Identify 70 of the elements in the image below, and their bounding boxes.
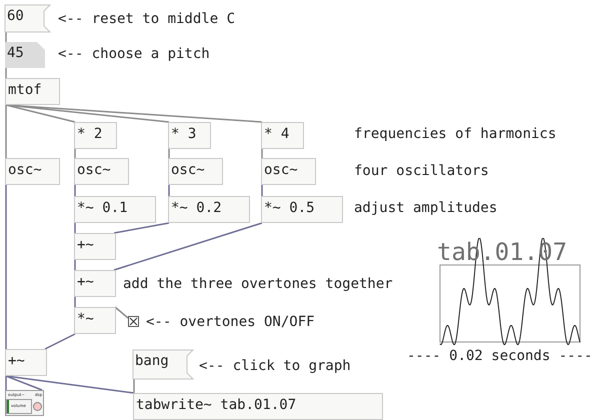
patch-cord: [74, 297, 76, 307]
object-label: * 3: [171, 126, 196, 142]
patch-cord: [114, 222, 262, 271]
object-box: [168, 122, 211, 149]
patch-cord: [74, 149, 76, 158]
object-label: +~: [77, 237, 94, 253]
comment-text: adjust amplitudes: [354, 200, 498, 216]
patch-cord: [261, 149, 263, 158]
object-label: * 4: [264, 126, 290, 142]
object-box: [5, 158, 60, 185]
object-box: [74, 270, 116, 297]
patch-cord: [74, 223, 76, 233]
patch-cord: [5, 32, 7, 42]
comment-text: four oscillators: [354, 163, 489, 179]
patch-cord: [5, 68, 7, 78]
patch-cord: [6, 375, 42, 391]
object-label: 45: [7, 45, 24, 61]
patch-cord: [5, 376, 7, 390]
patch-cord: [168, 185, 170, 196]
comment-text: <-- overtones ON/OFF: [146, 314, 315, 330]
output-widget: [5, 390, 44, 416]
object-box: [74, 122, 117, 149]
object-box: [74, 158, 129, 185]
comment-text: add the three overtones together: [123, 276, 393, 292]
object-box: [74, 233, 116, 260]
object-label: mtof: [8, 82, 42, 98]
comment-text: frequencies of harmonics: [354, 126, 556, 142]
object-label: *~ 0.1: [77, 200, 128, 216]
patch-cord: [74, 260, 76, 270]
object-box: [133, 393, 383, 420]
toggle-checkbox: [128, 316, 139, 327]
comment-text: <-- reset to middle C: [58, 11, 236, 27]
object-label: +~: [77, 274, 94, 290]
object-label: osc~: [264, 162, 298, 178]
patch-cord: [5, 105, 7, 158]
object-box: [261, 196, 343, 223]
object-label: *~ 0.2: [171, 200, 222, 216]
object-label: tabwrite~ tab.01.07: [136, 397, 296, 413]
number-box: [5, 42, 45, 68]
message-box: [5, 5, 50, 32]
object-box: [74, 196, 156, 223]
patch-cord: [133, 379, 135, 393]
object-label: osc~: [8, 162, 42, 178]
patch-cord: [44, 333, 76, 350]
graph-caption: ---- 0.02 seconds ----: [407, 348, 591, 364]
object-label: *~ 0.5: [264, 200, 315, 216]
patch-cord: [5, 185, 7, 349]
comment-text: <-- choose a pitch: [58, 46, 210, 62]
object-box: [261, 158, 316, 185]
object-label: bang: [135, 353, 169, 369]
object-label: * 2: [77, 126, 102, 142]
object-label: +~: [8, 353, 25, 369]
object-box: [74, 307, 116, 334]
comment-text: <-- click to graph: [199, 358, 351, 374]
object-box: [5, 78, 60, 105]
object-box: [168, 158, 223, 185]
object-box: [5, 349, 47, 376]
object-box: [168, 196, 250, 223]
object-label: osc~: [77, 162, 111, 178]
patch-cord: [6, 104, 76, 123]
object-label: osc~: [171, 162, 205, 178]
object-box: [261, 122, 304, 149]
patch-cord: [114, 306, 128, 319]
patch-cord: [74, 185, 76, 196]
patch-cord: [114, 222, 170, 234]
object-label: *~: [77, 311, 94, 327]
object-label: 60: [7, 8, 24, 24]
patch-cord: [261, 185, 263, 196]
message-box: [133, 350, 193, 379]
patch-cord: [168, 149, 170, 158]
